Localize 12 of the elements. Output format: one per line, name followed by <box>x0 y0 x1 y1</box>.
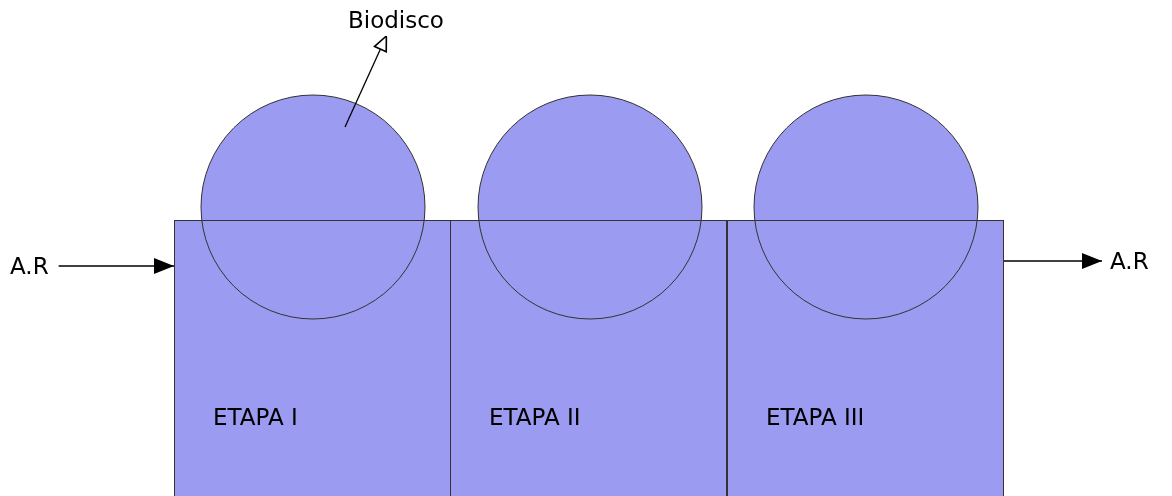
flow-arrow <box>58 258 175 274</box>
stage-label: ETAPA III <box>766 403 865 431</box>
stage-label: ETAPA I <box>213 403 298 431</box>
leader-arrow <box>344 35 388 128</box>
callout-label: Biodisco <box>348 6 444 34</box>
stage-label: ETAPA II <box>489 403 581 431</box>
flow-label: A.R <box>10 252 49 280</box>
biodisc-circle <box>753 94 979 320</box>
biodisc-circle <box>477 94 703 320</box>
flow-label: A.R <box>1110 247 1149 275</box>
biodisc-circle <box>200 94 426 320</box>
flow-arrow <box>1003 253 1103 269</box>
